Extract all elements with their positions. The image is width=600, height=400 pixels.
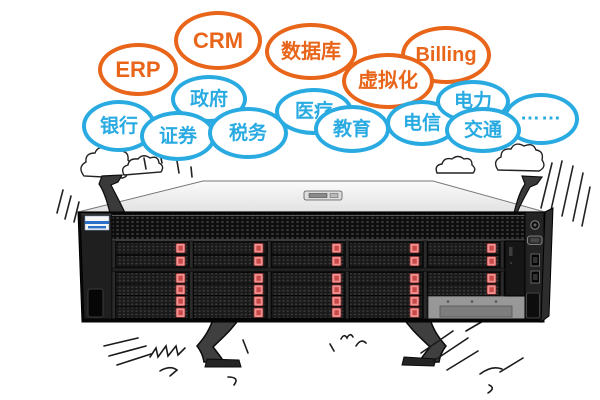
- drive-bay: [271, 255, 345, 268]
- drive-bay: [349, 255, 423, 268]
- usb-port-icon: [530, 270, 540, 284]
- drive-bay: [115, 242, 189, 255]
- drive-bay: [349, 306, 423, 319]
- bubble-label: 数据库: [281, 40, 341, 63]
- drive-bay: [271, 283, 345, 296]
- drive-bay: [427, 242, 500, 255]
- bubble-label: Billing: [415, 44, 477, 66]
- impact-scribbles-left: [103, 337, 249, 386]
- bubble-label: 税务: [228, 122, 267, 144]
- server-front: [77, 211, 546, 323]
- asset-tag: [439, 305, 513, 318]
- vent-band: [111, 213, 526, 242]
- drive-bay: [427, 272, 500, 285]
- server-top: [77, 180, 546, 213]
- drive-bay: [193, 306, 267, 319]
- optical-bay-strip: [504, 240, 526, 297]
- brand-label: [84, 215, 110, 231]
- blank-panel: [427, 295, 539, 322]
- bubble-database: 数据库: [265, 23, 357, 80]
- bubble-label: 银行: [99, 115, 138, 137]
- bubble-label: ……: [520, 102, 562, 125]
- bubble-label: 证券: [158, 125, 197, 147]
- cloud-doodle-top-right: [435, 143, 545, 174]
- drive-bay: [271, 242, 345, 255]
- server-arm-left: [98, 174, 126, 214]
- bubble-label: CRM: [192, 27, 244, 53]
- bubble-label: 电力: [453, 91, 492, 112]
- drive-bay: [349, 272, 423, 285]
- drive-bay: [193, 255, 267, 268]
- drive-bay: [115, 272, 189, 285]
- server-leg-left: [196, 315, 243, 368]
- drive-bay: [349, 283, 423, 296]
- bubble-label: 政府: [189, 88, 228, 110]
- bubble-label: 电信: [402, 112, 441, 134]
- vga-port-icon: [527, 235, 543, 245]
- drive-bay: [349, 295, 423, 308]
- bubble-erp: ERP: [98, 43, 178, 96]
- bubble-crm: CRM: [174, 11, 262, 70]
- right-ear-slot: [526, 292, 540, 319]
- drive-bay: [193, 295, 267, 308]
- bubble-transportation: 交通: [445, 107, 521, 153]
- front-io-panel: [524, 211, 545, 323]
- server-arm-right: [513, 175, 544, 214]
- drive-bay: [193, 272, 267, 285]
- drive-bay: [427, 255, 500, 268]
- drive-bay: [271, 306, 345, 319]
- left-ear-slot: [87, 288, 104, 318]
- server-foot-right: [401, 356, 437, 367]
- optical-drive-slot: [509, 247, 513, 256]
- bubble-billing: Billing: [401, 26, 491, 84]
- bubble-label: 虚拟化: [358, 70, 418, 92]
- drive-bay: [271, 295, 345, 308]
- usb-port-icon: [530, 253, 540, 267]
- top-handle-icon: [303, 190, 343, 201]
- bubble-label: ERP: [115, 56, 161, 82]
- drive-bay: [115, 255, 189, 268]
- drive-grid: [115, 242, 500, 319]
- bubble-taxation: 税务: [208, 107, 288, 159]
- bubble-virtualization: 虚拟化: [342, 53, 434, 109]
- drive-bay: [349, 242, 423, 255]
- drive-bay: [427, 283, 500, 296]
- bubble-education: 教育: [314, 105, 390, 153]
- drive-bay: [271, 272, 345, 285]
- drive-bay: [115, 295, 189, 308]
- bubble-label: 交通: [463, 119, 502, 141]
- drive-bay: [115, 283, 189, 296]
- server-foot-left: [204, 358, 242, 368]
- left-rack-ear: [79, 212, 113, 323]
- chassis-bottom-rail: [82, 318, 540, 322]
- drive-bay: [115, 306, 189, 319]
- drive-bay: [193, 283, 267, 296]
- drive-bay: [193, 242, 267, 255]
- bubble-label: 教育: [332, 118, 371, 140]
- cage-separator: [111, 267, 506, 272]
- cloud-doodle-top-left: [80, 146, 164, 179]
- bubble-securities: 证券: [140, 111, 216, 161]
- power-button-icon: [530, 220, 540, 230]
- server-side-right: [540, 207, 554, 324]
